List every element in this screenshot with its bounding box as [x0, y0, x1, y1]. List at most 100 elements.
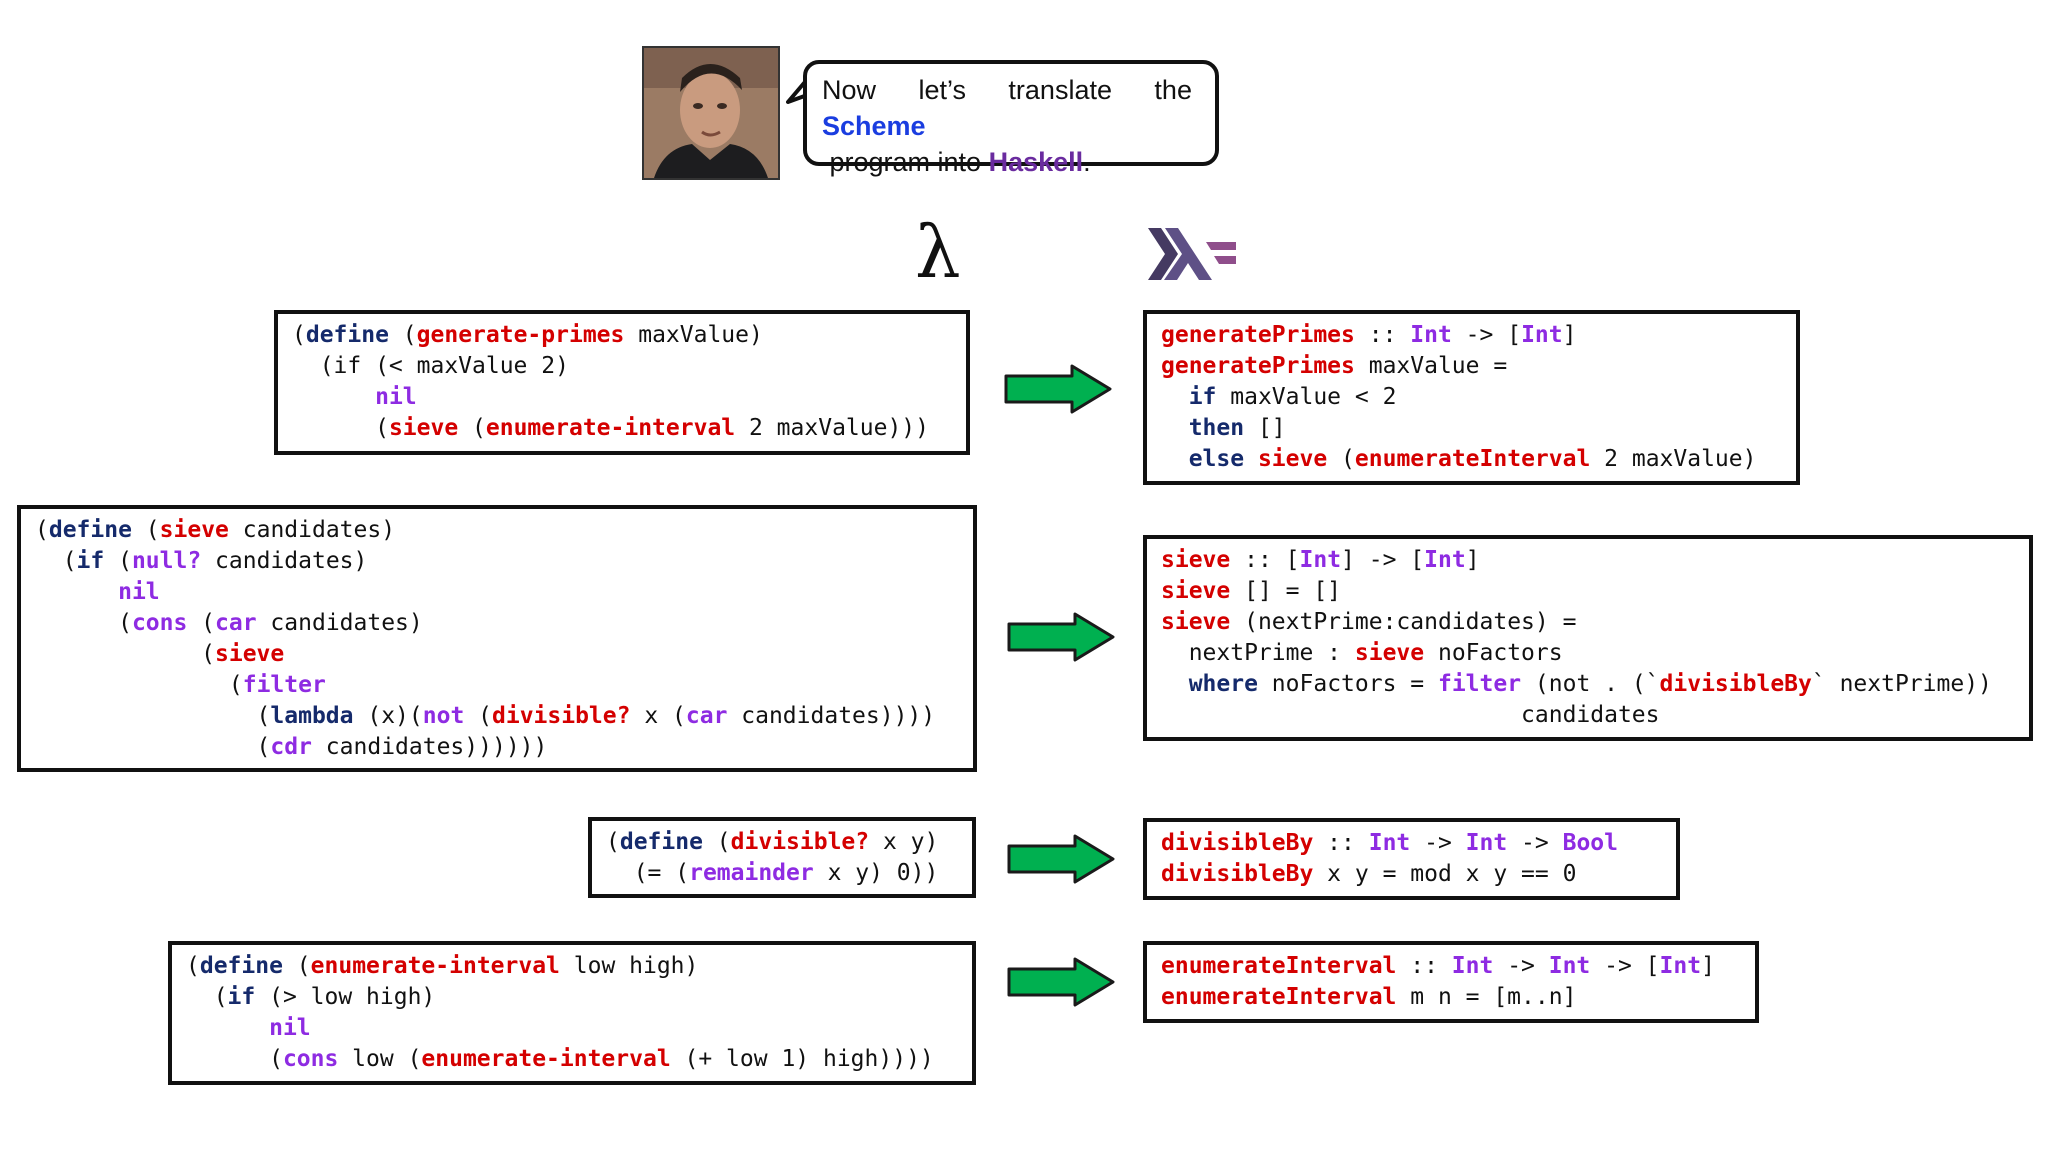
code-text: (	[186, 1046, 283, 1072]
code-line: nil	[35, 577, 973, 608]
code-text	[1161, 446, 1189, 472]
code-builtin: Int	[1659, 953, 1702, 979]
code-line: sieve :: [Int] -> [Int]	[1161, 545, 2029, 576]
code-text	[1161, 415, 1189, 441]
code-function-name: enumerateInterval	[1354, 446, 1591, 472]
code-builtin: nil	[118, 579, 160, 605]
lambda-symbol: λ	[915, 210, 961, 294]
code-line: generatePrimes :: Int -> [Int]	[1161, 320, 1796, 351]
code-line: (sieve	[35, 639, 973, 670]
code-function-name: sieve	[1161, 547, 1231, 573]
code-line: (lambda (x)(not (divisible? x (car candi…	[35, 701, 973, 732]
haskell-word: Haskell	[988, 147, 1084, 177]
code-text: (	[606, 829, 620, 855]
haskell-generate-primes-code: generatePrimes :: Int -> [Int]generatePr…	[1161, 320, 1796, 475]
code-builtin: null?	[131, 548, 202, 574]
code-text: m n = [m..n]	[1396, 984, 1577, 1010]
code-text: x (	[630, 703, 686, 729]
code-builtin: Int	[1410, 322, 1452, 348]
code-text: (	[458, 415, 486, 441]
code-function-name: enumerate-interval	[310, 953, 560, 979]
code-function-name: sieve	[159, 517, 229, 543]
code-line: (= (remainder x y) 0))	[606, 858, 972, 889]
code-text: (nextPrime:candidates) =	[1230, 609, 1577, 635]
code-text: []	[1244, 415, 1286, 441]
code-text: x y = mod x y == 0	[1313, 861, 1577, 887]
code-builtin: Int	[1465, 830, 1508, 856]
code-line: sieve [] = []	[1161, 576, 2029, 607]
code-text: candidates)	[256, 610, 423, 636]
scheme-enumerate-interval-code: (define (enumerate-interval low high) (i…	[186, 951, 972, 1075]
code-function-name: enumerateInterval	[1161, 953, 1397, 979]
code-text: (	[388, 322, 417, 348]
code-builtin: car	[685, 703, 728, 729]
code-text: (+ low 1) high))))	[670, 1046, 934, 1072]
code-text: candidates)	[201, 548, 368, 574]
code-text: (	[104, 548, 132, 574]
code-line: sieve (nextPrime:candidates) =	[1161, 607, 2029, 638]
code-line: then []	[1161, 413, 1796, 444]
code-builtin: car	[215, 610, 257, 636]
scheme-sieve-box: (define (sieve candidates) (if (null? ca…	[17, 505, 977, 772]
code-text: (> low high)	[255, 984, 436, 1010]
code-text: 2 maxValue)	[1590, 446, 1757, 472]
code-keyword: define	[48, 517, 132, 543]
code-function-name: sieve	[1161, 578, 1231, 604]
code-text: (	[1327, 446, 1355, 472]
code-text: (	[35, 703, 271, 729]
code-builtin: Int	[1368, 830, 1411, 856]
code-keyword: lambda	[270, 703, 354, 729]
code-text	[35, 579, 118, 605]
code-line: (sieve (enumerate-interval 2 maxValue)))	[292, 413, 966, 444]
code-builtin: cons	[282, 1046, 339, 1072]
code-text: ]	[1562, 322, 1577, 348]
code-function-name: sieve	[388, 415, 459, 441]
right-arrow-icon	[1007, 834, 1115, 884]
haskell-enumerate-interval-code: enumerateInterval :: Int -> Int -> [Int]…	[1161, 951, 1755, 1013]
code-text: (	[464, 703, 492, 729]
code-line: (if (> low high)	[186, 982, 972, 1013]
code-text: (	[702, 829, 731, 855]
code-line: divisibleBy x y = mod x y == 0	[1161, 859, 1676, 890]
code-keyword: else	[1188, 446, 1245, 472]
code-text	[1161, 384, 1189, 410]
scheme-sieve-code: (define (sieve candidates) (if (null? ca…	[35, 515, 973, 763]
code-text: (	[187, 610, 216, 636]
code-builtin: filter	[1437, 671, 1522, 697]
haskell-enumerate-interval-box: enumerateInterval :: Int -> Int -> [Int]…	[1143, 941, 1759, 1023]
code-text	[1161, 671, 1189, 697]
scheme-generate-primes-code: (define (generate-primes maxValue) (if (…	[292, 320, 966, 444]
code-text: :: [	[1230, 547, 1300, 573]
code-keyword: then	[1188, 415, 1245, 441]
code-line: (define (generate-primes maxValue)	[292, 320, 966, 351]
code-text: (x)(	[353, 703, 423, 729]
code-text: maxValue =	[1354, 353, 1508, 379]
code-line: else sieve (enumerateInterval 2 maxValue…	[1161, 444, 1796, 475]
code-line: (if (null? candidates)	[35, 546, 973, 577]
code-text: (	[35, 734, 271, 760]
code-function-name: sieve	[1354, 640, 1425, 666]
speech-middle: program into	[822, 147, 989, 177]
code-line: enumerateInterval m n = [m..n]	[1161, 982, 1755, 1013]
code-text: (	[35, 517, 49, 543]
code-text	[1244, 446, 1258, 472]
code-line: (define (sieve candidates)	[35, 515, 973, 546]
speech-word: translate	[1008, 75, 1112, 105]
speech-word: let’s	[918, 75, 966, 105]
code-line: (cons low (enumerate-interval (+ low 1) …	[186, 1044, 972, 1075]
code-text: -> [	[1451, 322, 1522, 348]
code-text: -> [	[1590, 953, 1660, 979]
right-arrow-icon	[1007, 612, 1115, 662]
code-text: ->	[1493, 953, 1549, 979]
code-keyword: define	[619, 829, 703, 855]
haskell-generate-primes-box: generatePrimes :: Int -> [Int]generatePr…	[1143, 310, 1800, 485]
code-function-name: generate-primes	[416, 322, 625, 348]
code-text: (= (	[606, 860, 690, 886]
code-line: (define (enumerate-interval low high)	[186, 951, 972, 982]
code-text: maxValue)	[624, 322, 763, 348]
code-builtin: nil	[375, 384, 417, 410]
code-text: ]	[1701, 953, 1715, 979]
code-line: nil	[186, 1013, 972, 1044]
code-text: low high)	[559, 953, 699, 979]
